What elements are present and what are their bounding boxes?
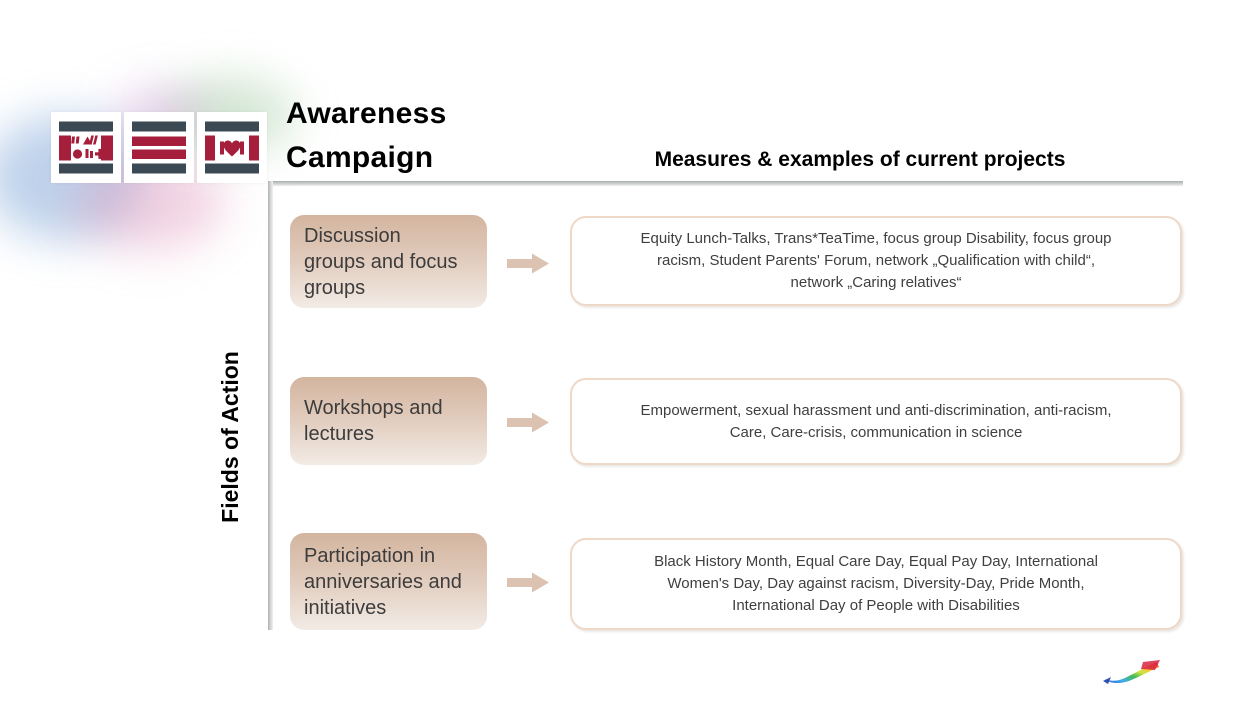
column-header: Measures & examples of current projects	[654, 148, 1066, 171]
block-arrow-right-icon	[507, 253, 549, 274]
examples-text: Black History Month, Equal Care Day, Equ…	[654, 553, 1098, 614]
slide-title: Awareness Campaign	[286, 92, 447, 180]
slide-title-line1: Awareness	[286, 97, 447, 130]
category-box-discussion-groups: Discussion groups and focus groups	[290, 215, 487, 308]
examples-text: Empowerment, sexual harassment und anti-…	[640, 401, 1112, 441]
examples-text: Equity Lunch-Talks, Trans*TeaTime, focus…	[640, 230, 1112, 291]
university-logo	[51, 112, 267, 183]
fields-of-action-label: Fields of Action	[217, 351, 243, 523]
slide-title-line2: Campaign	[286, 141, 434, 174]
block-arrow-right-icon	[507, 412, 549, 433]
examples-box-anniversaries: Black History Month, Equal Care Day, Equ…	[570, 538, 1182, 630]
category-box-anniversaries: Participation in anniversaries and initi…	[290, 533, 487, 630]
category-label: Discussion groups and focus groups	[304, 224, 458, 299]
category-label: Participation in anniversaries and initi…	[304, 544, 462, 619]
logo-stripes-tile-icon	[124, 112, 194, 183]
fields-axis-line	[268, 181, 273, 630]
examples-box-discussion-groups: Equity Lunch-Talks, Trans*TeaTime, focus…	[570, 216, 1182, 306]
block-arrow-right-icon	[507, 572, 549, 593]
category-box-workshops: Workshops and lectures	[290, 377, 487, 465]
examples-box-workshops: Empowerment, sexual harassment und anti-…	[570, 378, 1182, 465]
logo-heart-tile-icon	[197, 112, 267, 183]
rainbow-swoosh-icon	[1103, 660, 1160, 684]
logo-symbols-tile-icon	[51, 112, 121, 183]
category-label: Workshops and lectures	[304, 397, 443, 445]
header-divider-line	[268, 181, 1183, 186]
